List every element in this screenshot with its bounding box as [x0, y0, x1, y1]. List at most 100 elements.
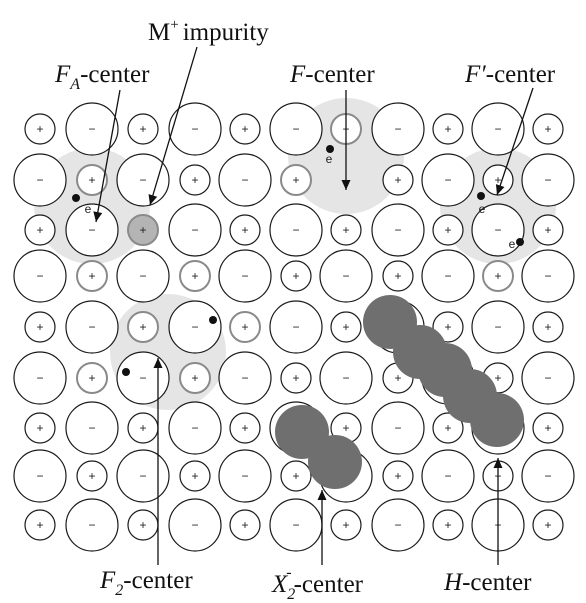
cation-sign: +: [139, 122, 146, 136]
anion: [13, 153, 67, 207]
cation-sign: +: [36, 518, 43, 532]
cation: [280, 164, 312, 196]
arrow-fprime-center: [496, 87, 534, 196]
anion: [65, 498, 119, 552]
anion: [218, 153, 272, 207]
cation-sign: +: [292, 371, 299, 385]
cation: [127, 113, 159, 145]
anion-sign: −: [88, 223, 95, 237]
cation-sign: +: [444, 421, 451, 435]
cation-sign: +: [444, 320, 451, 334]
cation: [382, 460, 414, 492]
cation-sign: +: [191, 173, 198, 187]
electron-dot: [326, 145, 334, 153]
cation: [76, 460, 108, 492]
cation: [280, 362, 312, 394]
anion: [371, 401, 425, 455]
cation: [532, 311, 564, 343]
arrow-m-impurity: [149, 46, 198, 206]
label-f2-center: F2-center: [99, 567, 193, 599]
electron-label: e: [85, 202, 92, 216]
cation-sign: +: [241, 518, 248, 532]
anion: [168, 401, 222, 455]
cation: [179, 460, 211, 492]
cation: [76, 164, 108, 196]
cation: [24, 214, 56, 246]
x2-center-atom: [308, 435, 362, 489]
cation: [330, 509, 362, 541]
cation: [229, 311, 261, 343]
cation-sign: +: [494, 173, 501, 187]
cation-sign: +: [544, 223, 551, 237]
ion-lattice: + − + − + − + − + − + − + − + − + + − + − + − + − + − + − + − + − + − + − + − +…: [13, 102, 575, 552]
anion: [371, 498, 425, 552]
cation-sign: +: [444, 122, 451, 136]
anion-sign: −: [394, 122, 401, 136]
anion-sign: −: [88, 122, 95, 136]
h-center-atom: [470, 393, 524, 447]
anion-sign: −: [36, 173, 43, 187]
label-x2-center: X2--center: [271, 564, 364, 603]
cation-sign: +: [444, 518, 451, 532]
cation: [432, 412, 464, 444]
anion-sign: −: [342, 371, 349, 385]
anion-sign: −: [292, 518, 299, 532]
cation-sign: +: [544, 518, 551, 532]
cation-sign: +: [544, 320, 551, 334]
label-m-impurity: M+impurity: [148, 17, 269, 46]
cation-sign: +: [241, 122, 248, 136]
anion-sign: −: [292, 122, 299, 136]
cation-sign: +: [36, 223, 43, 237]
anion-sign: −: [494, 122, 501, 136]
cation: [532, 113, 564, 145]
anion-sign: −: [544, 269, 551, 283]
arrow-fa-center: [95, 89, 121, 223]
cation-sign: +: [342, 320, 349, 334]
cation-sign: +: [394, 173, 401, 187]
anion: [65, 401, 119, 455]
cation-sign: +: [88, 371, 95, 385]
cation-sign: +: [139, 223, 146, 237]
anion: [371, 102, 425, 156]
anion: [471, 102, 525, 156]
arrow-fprime-center-head: [495, 184, 505, 195]
anion: [218, 449, 272, 503]
cation: [229, 214, 261, 246]
arrow-fa-center-head: [93, 211, 103, 222]
anion-sign: −: [88, 320, 95, 334]
cation-sign: +: [494, 371, 501, 385]
cation: [127, 311, 159, 343]
anion-sign: −: [544, 371, 551, 385]
cation-sign: +: [88, 269, 95, 283]
cation: [179, 164, 211, 196]
anion: [13, 351, 67, 405]
anion-sign: −: [241, 173, 248, 187]
anion: [521, 449, 575, 503]
cation-sign: +: [394, 469, 401, 483]
anion: [13, 249, 67, 303]
cation-sign: +: [444, 223, 451, 237]
anion: [168, 300, 222, 354]
anion-sign: −: [191, 223, 198, 237]
anion-sign: −: [394, 223, 401, 237]
cation-sign: +: [36, 421, 43, 435]
anion: [319, 249, 373, 303]
cation: [229, 509, 261, 541]
anion-sign: −: [139, 269, 146, 283]
electron-label: e: [326, 152, 333, 166]
anion: [116, 249, 170, 303]
cation: [24, 509, 56, 541]
anion-sign: −: [544, 173, 551, 187]
anion-sign: −: [139, 173, 146, 187]
anion-sign: −: [444, 173, 451, 187]
cation-sign: +: [191, 371, 198, 385]
cation: [24, 311, 56, 343]
anion-sign: −: [444, 269, 451, 283]
cation-sign: +: [342, 421, 349, 435]
arrow-x2-center-head: [317, 490, 327, 500]
cation: [76, 362, 108, 394]
anion-sign: −: [342, 269, 349, 283]
